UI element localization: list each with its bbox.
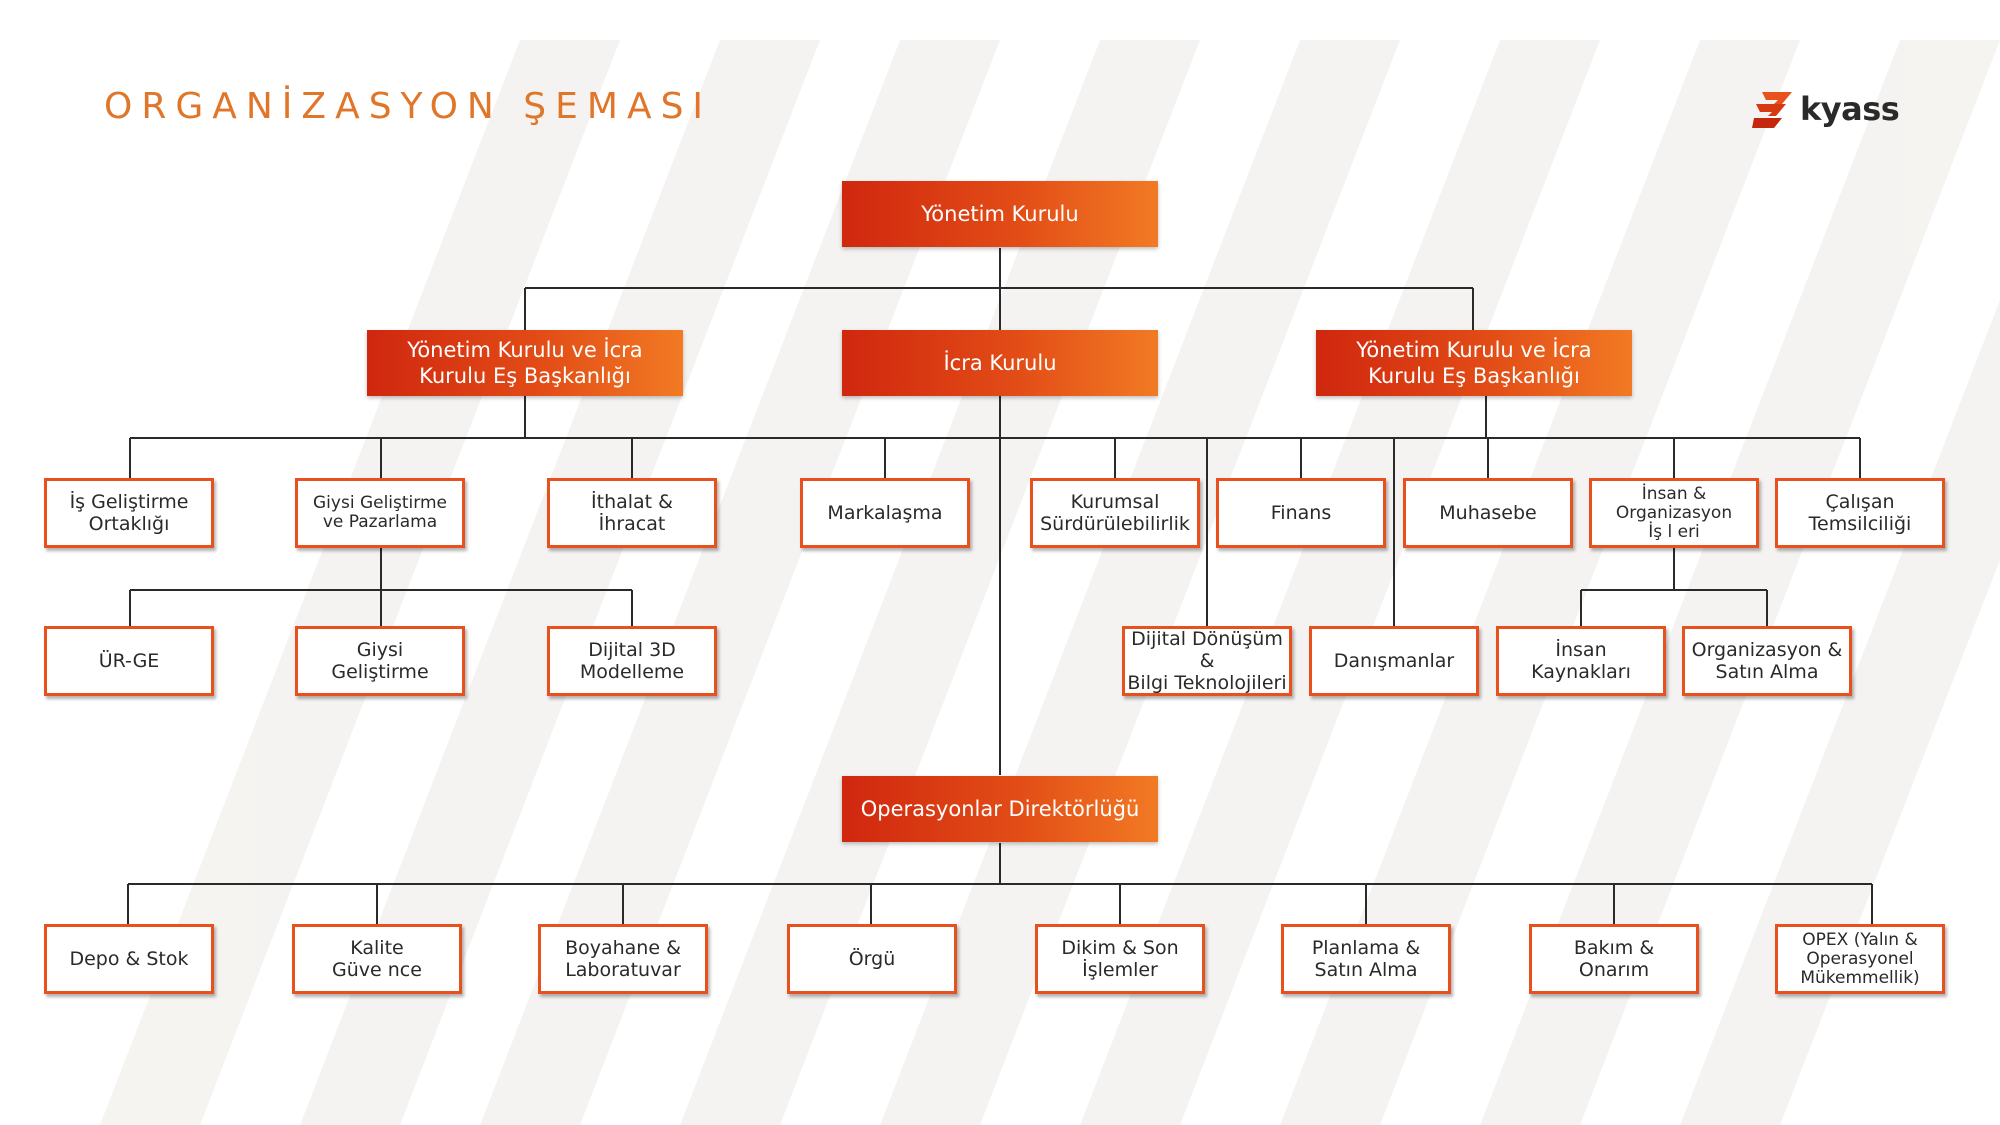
node-bakim-onarim: Bakım & Onarım	[1529, 924, 1699, 994]
node-insan-organizasyon: İnsan & Organizasyon İş l eri	[1589, 478, 1759, 548]
node-orgu: Örgü	[787, 924, 957, 994]
node-label: Boyahane & Laboratuvar	[565, 937, 681, 981]
node-markalasma: Markalaşma	[800, 478, 970, 548]
node-calisan-temsilciligi: Çalışan Temsilciliği	[1775, 478, 1945, 548]
node-label: Markalaşma	[827, 502, 943, 524]
node-label: Dijital 3D Modelleme	[579, 639, 685, 683]
node-operasyonlar: Operasyonlar Direktörlüğü	[842, 776, 1158, 842]
node-label: Örgü	[848, 948, 896, 970]
node-surdurulebilirlik: Kurumsal Sürdürülebilirlik	[1030, 478, 1200, 548]
node-kalite-guvence: Kalite Güve nce	[292, 924, 462, 994]
node-ithalat-ihracat: İthalat & İhracat	[547, 478, 717, 548]
node-opex: OPEX (Yalın & Operasyonel Mükemmellik)	[1775, 924, 1945, 994]
page-title: ORGANİZASYON ŞEMASI	[104, 86, 713, 127]
node-label: Giysi Geliştirme ve Pazarlama	[313, 493, 447, 532]
node-label: Yönetim Kurulu	[921, 202, 1079, 226]
node-label: Dikim & Son İşlemler	[1061, 937, 1179, 981]
node-label: Planlama & Satın Alma	[1311, 937, 1421, 981]
node-label: Operasyonlar Direktörlüğü	[860, 797, 1140, 821]
node-dijital-3d: Dijital 3D Modelleme	[547, 626, 717, 696]
node-boyahane: Boyahane & Laboratuvar	[538, 924, 708, 994]
node-dijital-donusum: Dijital Dönüşüm & Bilgi Teknolojileri	[1122, 626, 1292, 696]
node-insan-kaynaklari: İnsan Kaynakları	[1496, 626, 1666, 696]
node-label: OPEX (Yalın & Operasyonel Mükemmellik)	[1800, 929, 1920, 988]
node-label: Danışmanlar	[1333, 650, 1455, 672]
node-label: Depo & Stok	[69, 948, 189, 970]
node-label: ÜR-GE	[98, 650, 160, 672]
node-giysi-pazarlama: Giysi Geliştirme ve Pazarlama	[295, 478, 465, 548]
node-is-gelistirme: İş Geliştirme Ortaklığı	[44, 478, 214, 548]
node-label: Kurumsal Sürdürülebilirlik	[1040, 491, 1190, 535]
node-dikim: Dikim & Son İşlemler	[1035, 924, 1205, 994]
node-icra-kurulu: İcra Kurulu	[842, 330, 1158, 396]
node-finans: Finans	[1216, 478, 1386, 548]
node-giysi-gelistirme: Giysi Geliştirme	[295, 626, 465, 696]
node-organizasyon-satin-alma: Organizasyon & Satın Alma	[1682, 626, 1852, 696]
node-muhasebe: Muhasebe	[1403, 478, 1573, 548]
node-label: İnsan & Organizasyon İş l eri	[1615, 483, 1733, 542]
node-es-baskanlik-right: Yönetim Kurulu ve İcra Kurulu Eş Başkanl…	[1316, 330, 1632, 396]
node-label: İthalat & İhracat	[591, 491, 673, 535]
node-label: Kalite Güve nce	[332, 937, 422, 981]
node-danismanlar: Danışmanlar	[1309, 626, 1479, 696]
node-yonetim-kurulu: Yönetim Kurulu	[842, 181, 1158, 247]
node-label: İcra Kurulu	[943, 351, 1057, 375]
brand-name: kyass	[1800, 90, 1900, 128]
node-label: Dijital Dönüşüm & Bilgi Teknolojileri	[1127, 628, 1287, 694]
node-label: Yönetim Kurulu ve İcra Kurulu Eş Başkanl…	[407, 338, 643, 388]
node-label: Yönetim Kurulu ve İcra Kurulu Eş Başkanl…	[1356, 338, 1592, 388]
node-ur-ge: ÜR-GE	[44, 626, 214, 696]
node-label: İnsan Kaynakları	[1531, 639, 1631, 683]
node-label: Finans	[1270, 502, 1332, 524]
node-label: Muhasebe	[1439, 502, 1537, 524]
node-es-baskanlik-left: Yönetim Kurulu ve İcra Kurulu Eş Başkanl…	[367, 330, 683, 396]
node-depo-stok: Depo & Stok	[44, 924, 214, 994]
node-label: Çalışan Temsilciliği	[1808, 491, 1912, 535]
node-label: Giysi Geliştirme	[331, 639, 429, 683]
node-label: Bakım & Onarım	[1573, 937, 1655, 981]
kyass-logo-icon	[1752, 92, 1792, 128]
node-label: Organizasyon & Satın Alma	[1691, 639, 1843, 683]
node-label: İş Geliştirme Ortaklığı	[69, 491, 189, 535]
node-planlama: Planlama & Satın Alma	[1281, 924, 1451, 994]
